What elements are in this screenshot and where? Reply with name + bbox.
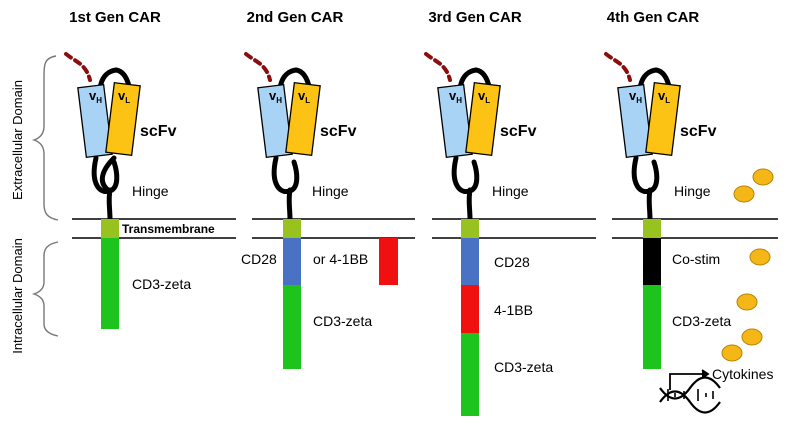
gen1-vh-label: vH xyxy=(89,88,102,105)
gen4-vh-label: vH xyxy=(629,88,642,105)
gen1-scfv-label: scFv xyxy=(140,123,177,140)
gen2-vh-label: vH xyxy=(269,88,282,105)
gen1-vh-domain xyxy=(77,83,113,159)
membrane xyxy=(72,218,778,239)
cytokine-dot xyxy=(736,293,758,311)
gen2-cd28 xyxy=(283,238,301,285)
gen2-cd3zeta xyxy=(283,285,301,369)
gen-title-4: 4th Gen CAR xyxy=(607,9,700,26)
gen2-hinge-label: Hinge xyxy=(312,183,349,199)
gen1-cd3zeta-label: CD3-zeta xyxy=(132,276,191,292)
gen-title-2: 2nd Gen CAR xyxy=(247,9,344,26)
cytokine-dot xyxy=(741,328,763,346)
intracellular-domain-label: Intracellular Domain xyxy=(10,238,25,354)
gen3-vh-domain xyxy=(437,83,473,159)
gen1-vl-label: vL xyxy=(118,88,130,105)
gen2-scfv-label: scFv xyxy=(320,123,357,140)
gen2-vl-label: vL xyxy=(298,88,310,105)
gen3-scfv-label: scFv xyxy=(500,123,537,140)
gen3-cd3zeta-label: CD3-zeta xyxy=(494,359,553,375)
gen-title-3: 3rd Gen CAR xyxy=(428,9,522,26)
cytokine-dot xyxy=(752,168,774,186)
gen3-cd28-label: CD28 xyxy=(494,254,530,270)
gen3-vl-label: vL xyxy=(478,88,490,105)
gen2-or41bb-label: or 4-1BB xyxy=(313,251,368,267)
transcription-arrow-icon xyxy=(669,369,710,390)
gen4-cd3zeta-label: CD3-zeta xyxy=(672,313,731,329)
gen3-vl-domain xyxy=(465,81,501,157)
gen3-41bb-label: 4-1BB xyxy=(494,302,533,318)
gen4-vl-domain xyxy=(645,81,681,157)
gen4-costim-label: Co-stim xyxy=(672,251,720,267)
gen2-vh-domain xyxy=(257,83,293,159)
gen3-receptor: vH vL scFv Hinge CD28 4-1BB CD3-zeta xyxy=(424,52,553,416)
cytokine-particles xyxy=(721,168,774,362)
gen2-cd28-label: CD28 xyxy=(241,251,277,267)
gen3-cd3zeta xyxy=(461,333,479,416)
intracellular-brace xyxy=(31,241,59,337)
extracellular-brace xyxy=(31,55,59,221)
gen4-scfv-label: scFv xyxy=(680,123,717,140)
gen4-vh-domain xyxy=(617,83,653,159)
gen3-transmembrane xyxy=(461,219,479,238)
gen4-cd3zeta xyxy=(643,285,661,369)
gen4-transmembrane xyxy=(643,219,661,238)
gen3-41bb xyxy=(461,285,479,333)
gen-title-1: 1st Gen CAR xyxy=(69,9,161,26)
gen4-receptor: vH vL scFv Hinge Co-stim CD3-zeta xyxy=(604,52,774,414)
gen4-costim xyxy=(643,238,661,285)
gen2-41bb-alt xyxy=(379,238,398,285)
dna-icon xyxy=(659,376,721,414)
cytokine-dot xyxy=(733,185,755,203)
gen2-transmembrane xyxy=(283,219,301,238)
gen1-receptor: vH vL scFv Hinge Transmembrane CD3-zeta xyxy=(64,52,215,329)
gen3-cd28 xyxy=(461,238,479,285)
extracellular-domain-label: Extracellular Domain xyxy=(10,80,25,200)
gen2-receptor: vH vL scFv Hinge CD28 or 4-1BB CD3-zeta xyxy=(241,52,398,369)
gen2-cd3zeta-label: CD3-zeta xyxy=(313,313,372,329)
gen4-hinge-label: Hinge xyxy=(674,183,711,199)
gen3-vh-label: vH xyxy=(449,88,462,105)
gen4-vl-label: vL xyxy=(658,88,670,105)
gen1-vl-domain xyxy=(105,81,141,157)
gen1-cd3zeta xyxy=(101,238,119,329)
cytokine-dot xyxy=(749,248,771,266)
gen1-transmembrane xyxy=(101,219,119,238)
cytokines-label: Cytokines xyxy=(712,366,773,382)
cytokine-dot xyxy=(721,344,743,362)
gen3-hinge-label: Hinge xyxy=(492,183,529,199)
gen1-hinge-label: Hinge xyxy=(132,183,169,199)
gen2-vl-domain xyxy=(285,81,321,157)
transmembrane-label: Transmembrane xyxy=(122,222,215,236)
